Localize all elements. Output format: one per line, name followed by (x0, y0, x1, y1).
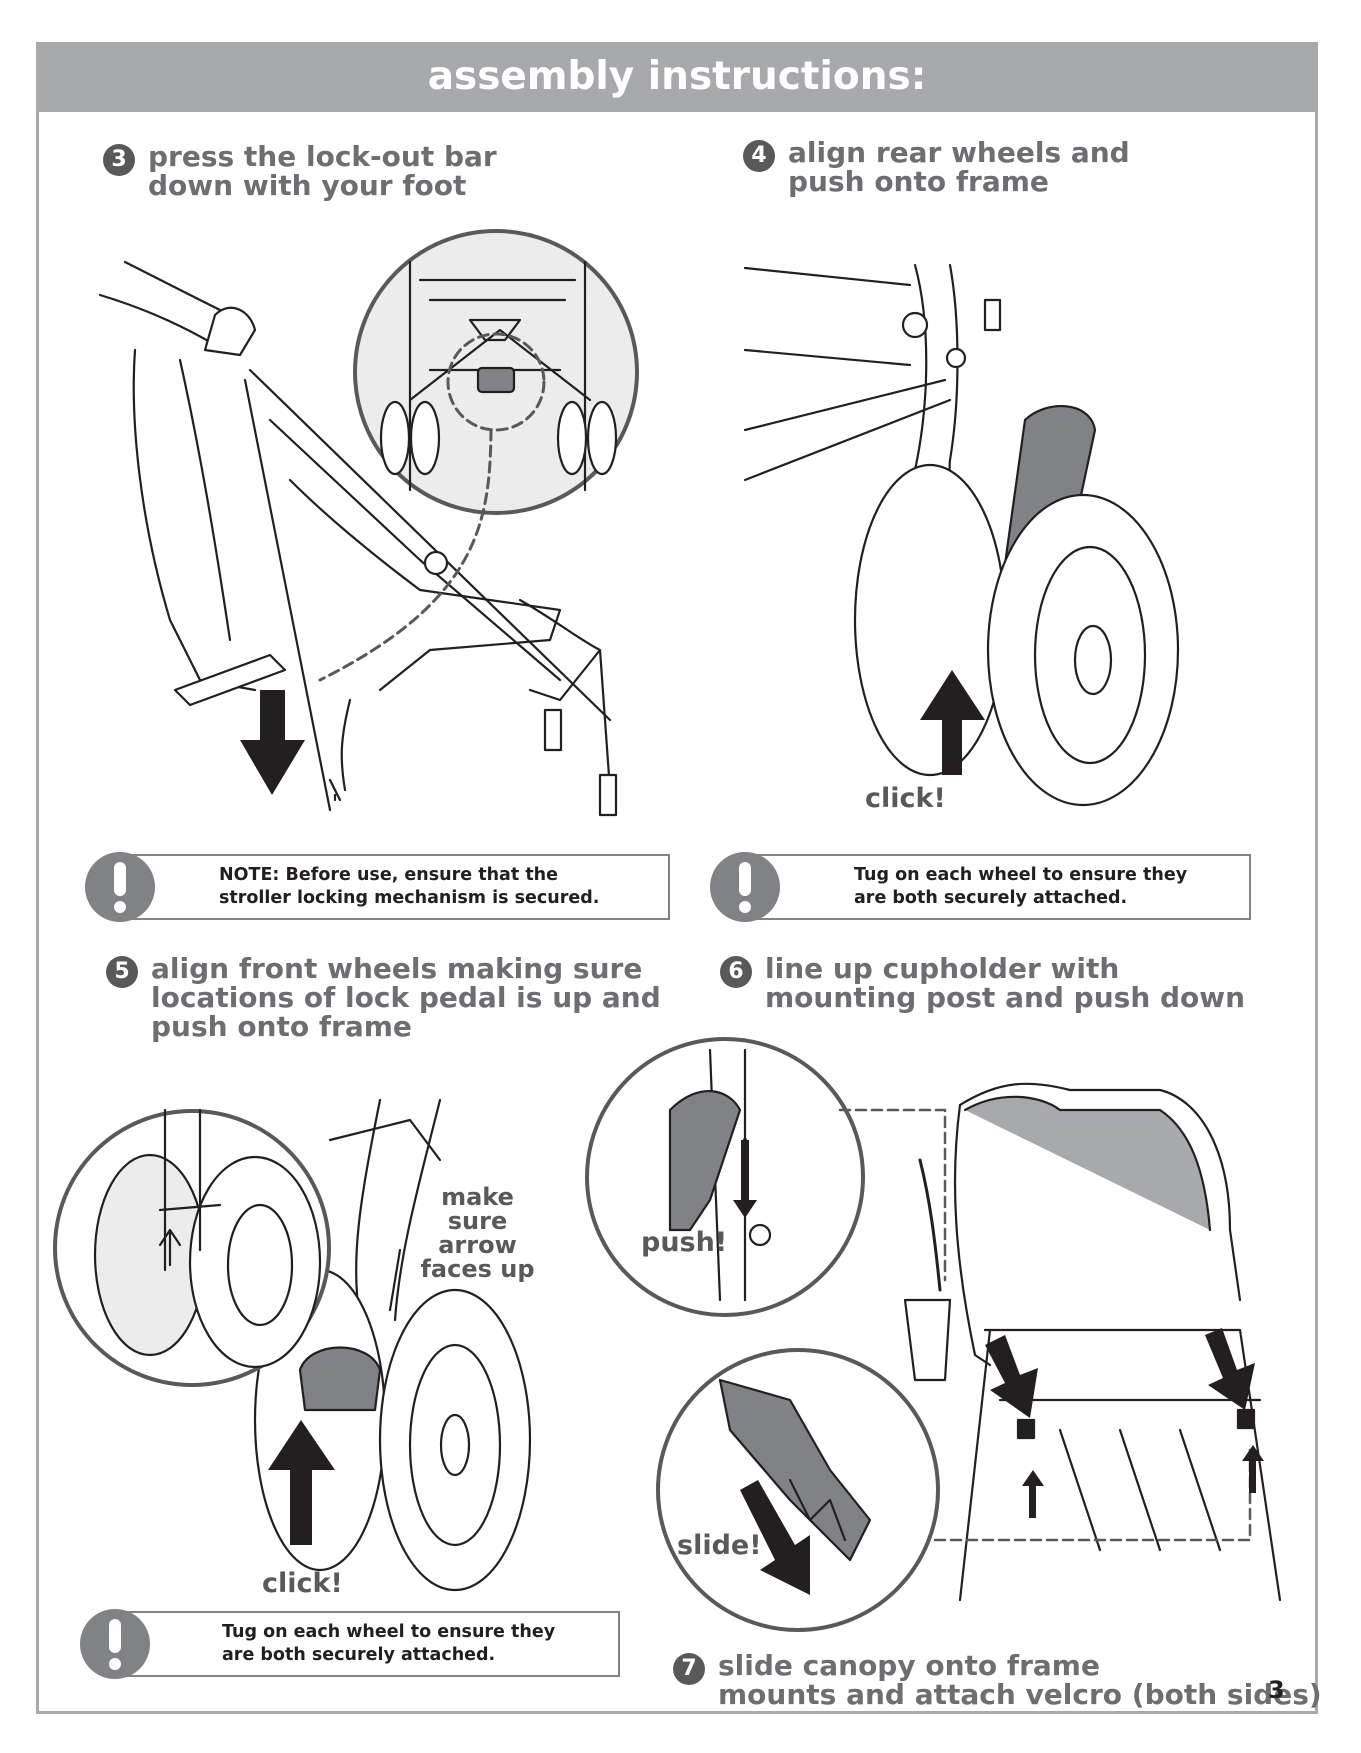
up-arrow-icon (1022, 1470, 1044, 1518)
down-arrow-icon (740, 1480, 810, 1595)
step-6-7-illustration (903, 1082, 1282, 1602)
step-5-detail-circle (53, 1108, 331, 1387)
up-arrow-icon (1242, 1445, 1264, 1493)
up-arrow-icon (268, 1420, 335, 1545)
page-number: 3 (1268, 1676, 1285, 1704)
step-3-detail-circle (318, 229, 639, 682)
exclamation-icon (80, 1609, 150, 1679)
down-arrow-icon (733, 1140, 757, 1218)
step-6-number: 6 (720, 956, 752, 988)
step-6-detail-circle (585, 1037, 865, 1317)
step-3-number: 3 (103, 144, 135, 176)
down-arrow-icon (240, 690, 305, 795)
exclamation-icon (710, 852, 780, 922)
slide-label: slide! (677, 1530, 762, 1561)
exclamation-icon (85, 852, 155, 922)
step-5-number: 5 (106, 956, 138, 988)
down-arrow-icon (1205, 1328, 1255, 1410)
step-7-number: 7 (673, 1653, 705, 1685)
push-label: push! (641, 1227, 728, 1258)
click-label-front: click! (262, 1568, 343, 1599)
down-arrow-icon (985, 1335, 1038, 1418)
up-arrow-icon (920, 670, 985, 775)
arrow-orientation-note: make sure arrow faces up (420, 1183, 535, 1283)
step-7-detail-circle (656, 1348, 940, 1632)
click-label-rear: click! (865, 783, 946, 814)
step-3-illustration (98, 260, 618, 817)
page-title: assembly instructions: (36, 42, 1318, 112)
step-4-illustration (743, 263, 1180, 807)
arrows (240, 670, 1264, 1595)
step-4-number: 4 (743, 140, 775, 172)
